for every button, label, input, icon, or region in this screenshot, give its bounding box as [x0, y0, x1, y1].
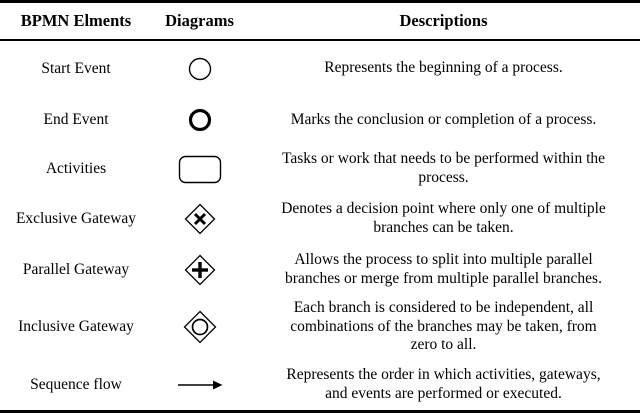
- element-description: Allows the process to split into multipl…: [285, 250, 602, 287]
- header-bpmn-elements: BPMN Elments: [20, 11, 132, 30]
- element-description: Marks the conclusion or completion of a …: [290, 110, 597, 128]
- end-event-icon: [152, 107, 247, 133]
- element-name: Start Event: [41, 59, 111, 77]
- table-row: Start Event Represents the beginning of …: [0, 41, 640, 96]
- parallel-gateway-icon: [152, 254, 247, 286]
- sequence-flow-arrow-icon: [152, 378, 247, 392]
- element-name: Parallel Gateway: [22, 260, 130, 278]
- element-name: End Event: [43, 111, 109, 129]
- exclusive-gateway-icon: [152, 203, 247, 235]
- table-row: Exclusive Gateway Denotes a decision poi…: [0, 194, 640, 244]
- start-event-icon: [152, 56, 247, 82]
- table-row: Inclusive Gateway Each branch is conside…: [0, 295, 640, 359]
- element-description: Tasks or work that needs to be performed…: [281, 150, 606, 186]
- activity-rounded-rectangle-icon: [152, 155, 247, 184]
- inclusive-gateway-icon: [152, 310, 247, 344]
- element-name: Exclusive Gateway: [15, 210, 137, 228]
- element-description: Denotes a decision point where only one …: [281, 200, 606, 236]
- header-diagrams: Diagrams: [165, 11, 234, 30]
- table-row: Parallel Gateway Allows the process to s…: [0, 244, 640, 295]
- table-row: Sequence flow Represents the order in wh…: [0, 359, 640, 410]
- header-descriptions: Descriptions: [399, 11, 488, 30]
- element-name: Inclusive Gateway: [18, 318, 134, 336]
- element-name: Activities: [45, 160, 107, 178]
- element-name: Sequence flow: [30, 375, 122, 393]
- table-row: Activities Tasks or work that needs to b…: [0, 144, 640, 194]
- element-description: Each branch is considered to be independ…: [290, 298, 597, 354]
- element-description: Represents the order in which activities…: [286, 365, 601, 402]
- table-row: End Event Marks the conclusion or comple…: [0, 96, 640, 144]
- element-description: Represents the beginning of a process.: [324, 59, 563, 77]
- table-header-row: BPMN Elments Diagrams Descriptions: [0, 3, 640, 41]
